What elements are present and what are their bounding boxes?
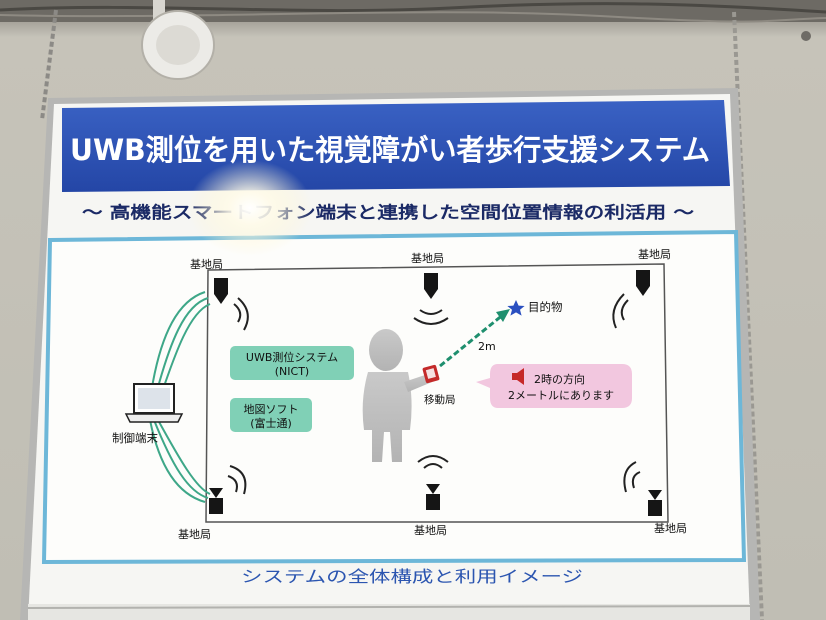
speech-line1: 2時の方向	[534, 372, 585, 386]
poster-title: UWB測位を用いた視覚障がい者歩行支援システム	[70, 133, 710, 167]
speech-line2: 2メートルにあります	[508, 389, 614, 402]
map-software-box: 地図ソフト (富士通)	[230, 398, 312, 432]
laptop-icon	[126, 384, 182, 422]
poster-subtitle: ～ 高機能スマートフォン端末と連携した空間位置情報の利活用 ～	[82, 202, 695, 222]
base-station-label: 基地局	[414, 524, 447, 537]
uwb-system-box: UWB測位システム (NICT)	[230, 346, 354, 380]
title-band: UWB測位を用いた視覚障がい者歩行支援システム	[62, 100, 730, 192]
light-glare	[188, 160, 312, 256]
base-station-label: 基地局	[654, 522, 687, 535]
control-terminal-label: 制御端末	[112, 431, 158, 445]
mobile-station-label: 移動局	[424, 393, 456, 406]
base-station-label: 基地局	[411, 252, 444, 265]
voice-guidance-bubble: 2時の方向 2メートルにあります	[476, 364, 632, 408]
uwb-system-line2: (NICT)	[275, 365, 309, 378]
diagram-caption: システムの全体構成と利用イメージ	[241, 567, 583, 586]
base-station-label: 基地局	[638, 248, 671, 261]
target-label: 目的物	[528, 300, 563, 314]
base-station-label: 基地局	[178, 528, 211, 541]
base-station-label: 基地局	[190, 258, 223, 271]
distance-label: 2m	[478, 340, 496, 353]
map-software-line2: (富士通)	[250, 416, 292, 430]
map-software-line1: 地図ソフト	[244, 403, 299, 416]
uwb-system-line1: UWB測位システム	[246, 350, 338, 364]
